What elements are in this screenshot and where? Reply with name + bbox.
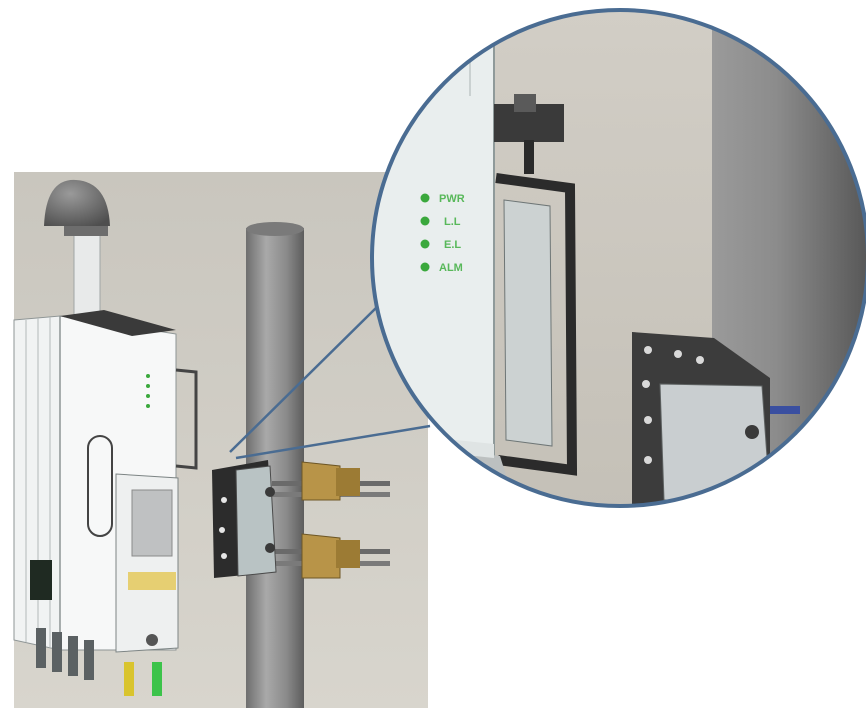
magnifier-detail: PWR L.L E.L ALM <box>370 8 866 508</box>
led-alm-icon <box>420 262 430 272</box>
led-label-pwr: PWR <box>439 193 465 205</box>
callout-line-lower <box>235 424 431 460</box>
pole-clamp-upper <box>272 461 390 501</box>
led-ll <box>420 216 430 226</box>
pole-clamp-lower <box>272 533 390 579</box>
led-el <box>420 239 430 249</box>
led-pwr <box>420 193 430 203</box>
led-label-ll: L.L <box>444 216 461 228</box>
handle-slot <box>87 435 113 537</box>
front-panel-module <box>115 473 179 696</box>
led-label-el: E.L <box>444 239 461 251</box>
led-label-alm: ALM <box>439 262 463 274</box>
callout-line-upper <box>229 305 379 453</box>
led-indicator-group <box>420 193 430 272</box>
magnifier-border <box>370 8 866 508</box>
led-ll-icon <box>420 216 430 226</box>
mounting-bracket <box>212 460 277 578</box>
led-alm <box>420 262 430 272</box>
led-pwr-icon <box>420 193 430 203</box>
led-el-icon <box>420 239 430 249</box>
